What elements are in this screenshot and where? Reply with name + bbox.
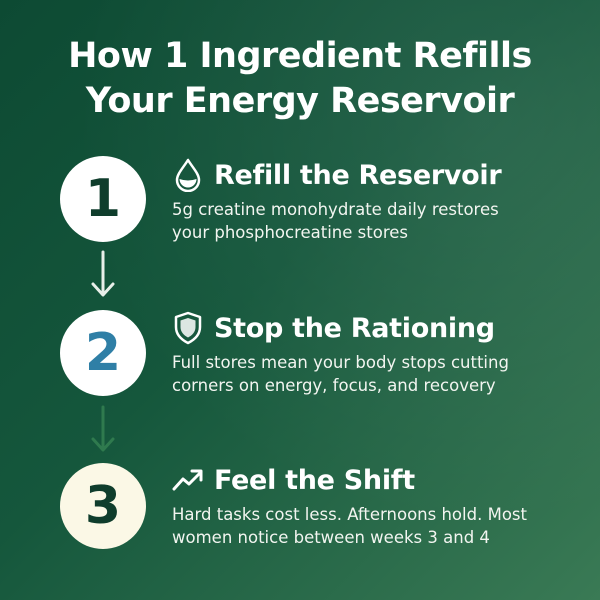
step-1-desc-line-1: 5g creatine monohydrate daily restores (172, 200, 499, 219)
water-drop-icon (172, 158, 204, 192)
step-1: Refill the Reservoir 5g creatine monohyd… (172, 156, 582, 244)
step-2-title: Stop the Rationing (214, 312, 495, 344)
step-1-title: Refill the Reservoir (214, 159, 502, 191)
step-3-number-circle: 3 (60, 463, 146, 549)
step-3-title: Feel the Shift (214, 464, 415, 496)
step-3-number: 3 (84, 476, 122, 536)
shield-icon (172, 311, 204, 345)
trending-up-icon (172, 463, 204, 497)
step-2-number-circle: 2 (60, 310, 146, 396)
title-line-2: Your Energy Reservoir (85, 81, 515, 121)
step-3-desc-line-1: Hard tasks cost less. Afternoons hold. M… (172, 505, 527, 524)
arrow-down-icon (91, 405, 115, 452)
arrow-down-icon (91, 250, 115, 297)
title-line-1: How 1 Ingredient Refills (68, 36, 532, 76)
step-3-desc-line-2: women notice between weeks 3 and 4 (172, 528, 490, 547)
step-3-header: Feel the Shift (172, 461, 582, 499)
step-1-desc-line-2: your phosphocreatine stores (172, 223, 408, 242)
step-2-description: Full stores mean your body stops cutting… (172, 351, 582, 397)
step-2: Stop the Rationing Full stores mean your… (172, 309, 582, 397)
step-3-description: Hard tasks cost less. Afternoons hold. M… (172, 503, 582, 549)
step-1-number-circle: 1 (60, 156, 146, 242)
step-1-number: 1 (84, 169, 122, 229)
step-2-desc-line-2: corners on energy, focus, and recovery (172, 376, 496, 395)
step-2-desc-line-1: Full stores mean your body stops cutting (172, 353, 509, 372)
step-1-description: 5g creatine monohydrate daily restores y… (172, 198, 582, 244)
step-2-number: 2 (84, 323, 122, 383)
page-title: How 1 Ingredient Refills Your Energy Res… (0, 34, 600, 124)
step-1-header: Refill the Reservoir (172, 156, 582, 194)
step-3: Feel the Shift Hard tasks cost less. Aft… (172, 461, 582, 549)
step-2-header: Stop the Rationing (172, 309, 582, 347)
